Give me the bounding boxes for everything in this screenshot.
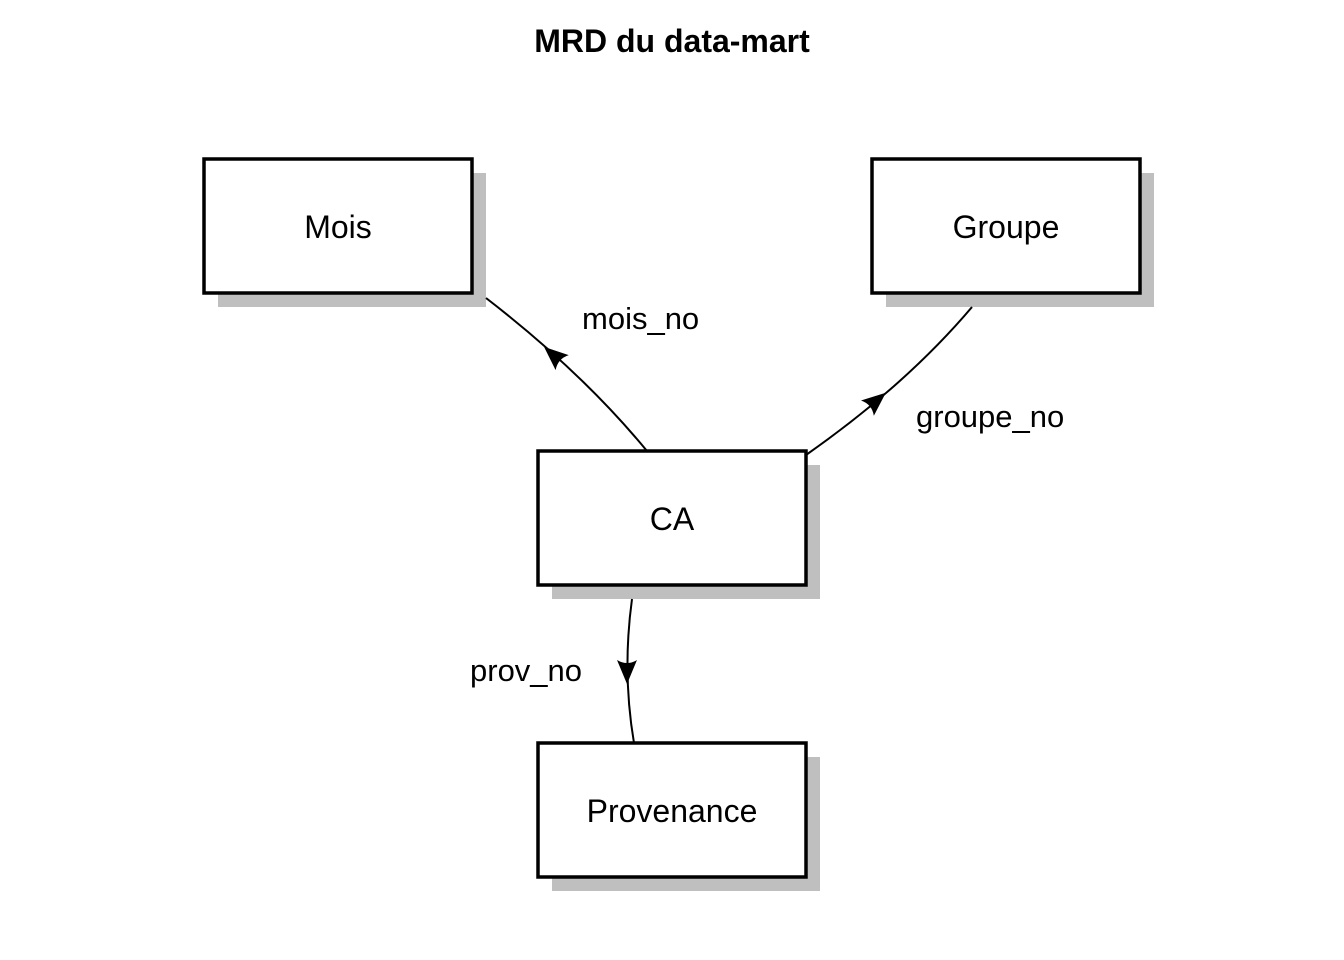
edge-mois-no: mois_no [485, 297, 699, 452]
node-ca: CA [536, 449, 820, 599]
edge-groupe-no-line [805, 306, 973, 456]
node-provenance-label: Provenance [587, 793, 758, 829]
edge-prov-no-label: prov_no [470, 653, 582, 688]
node-ca-label: CA [650, 501, 695, 537]
node-mois-label: Mois [304, 209, 372, 245]
node-mois-box [202, 157, 474, 295]
edge-mois-no-line [485, 297, 648, 452]
edge-groupe-no: groupe_no [805, 306, 1064, 456]
edge-prov-no-arrow-icon [617, 660, 637, 684]
node-groupe: Groupe [870, 157, 1154, 307]
node-provenance: Provenance [536, 741, 820, 891]
edge-mois-no-arrow-icon [544, 346, 569, 371]
node-provenance-box [536, 741, 808, 879]
edge-mois-no-label: mois_no [582, 301, 699, 336]
node-ca-box [536, 449, 808, 587]
node-groupe-label: Groupe [953, 209, 1060, 245]
node-mois: Mois [202, 157, 486, 307]
edge-prov-no: prov_no [470, 598, 637, 744]
edge-groupe-no-label: groupe_no [916, 399, 1064, 434]
edge-groupe-no-arrow-icon [860, 392, 886, 416]
node-groupe-box [870, 157, 1142, 295]
diagram-title: MRD du data-mart [534, 23, 810, 59]
